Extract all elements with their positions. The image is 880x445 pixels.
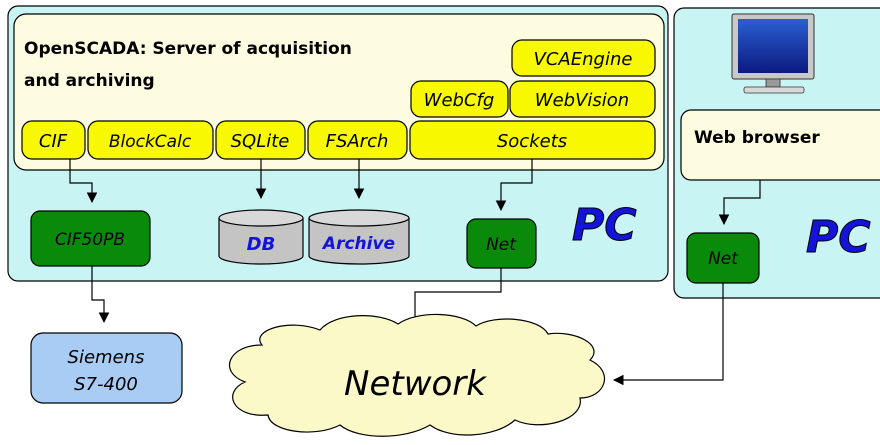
svg-text:Siemens: Siemens [68,347,145,368]
svg-text:Sockets: Sockets [497,131,567,152]
svg-text:BlockCalc: BlockCalc [109,132,192,152]
svg-text:FSArch: FSArch [326,131,389,152]
svg-text:WebCfg: WebCfg [424,90,495,111]
network-cloud: Network [228,313,605,437]
svg-text:SQLite: SQLite [231,131,290,152]
svg-text:WebVision: WebVision [535,90,629,111]
external-connectors [91,266,724,386]
pc-label-server: PC [572,200,637,251]
svg-text:Net: Net [486,235,517,255]
web-browser-box: Web browser [680,109,880,181]
module-webvision: WebVision [509,80,656,118]
module-blockcalc: BlockCalc [87,120,214,160]
module-vcaengine: VCAEngine [511,39,656,77]
module-fsarch: FSArch [307,120,408,160]
module-cif: CIF [21,120,86,160]
server-title-line1: OpenSCADA: Server of acquisition [24,39,352,59]
storage-archive: Archive [308,209,410,265]
svg-text:Archive: Archive [321,234,395,254]
svg-text:S7-400: S7-400 [74,374,138,395]
svg-text:Net: Net [708,249,739,269]
device-net-server: Net [466,218,537,269]
storage-db: DB [218,209,304,265]
pc-label-client: PC [806,212,871,263]
svg-text:Web browser: Web browser [694,128,820,148]
svg-text:CIF: CIF [39,131,68,152]
svg-text:CIF50PB: CIF50PB [55,230,125,250]
connector-browser-net [718,180,761,226]
device-net-client: Net [686,232,760,284]
module-webcfg: WebCfg [410,80,509,118]
svg-text:DB: DB [247,234,276,255]
module-sqlite: SQLite [215,120,306,160]
siemens-s7-400: Siemens S7-400 [30,332,183,404]
device-cif50pb: CIF50PB [30,210,151,267]
module-sockets: Sockets [409,120,656,160]
server-title-line2: and archiving [24,71,155,91]
server-connectors [69,159,533,212]
monitor-icon [731,13,815,94]
network-label: Network [344,364,487,404]
svg-text:VCAEngine: VCAEngine [534,49,633,70]
